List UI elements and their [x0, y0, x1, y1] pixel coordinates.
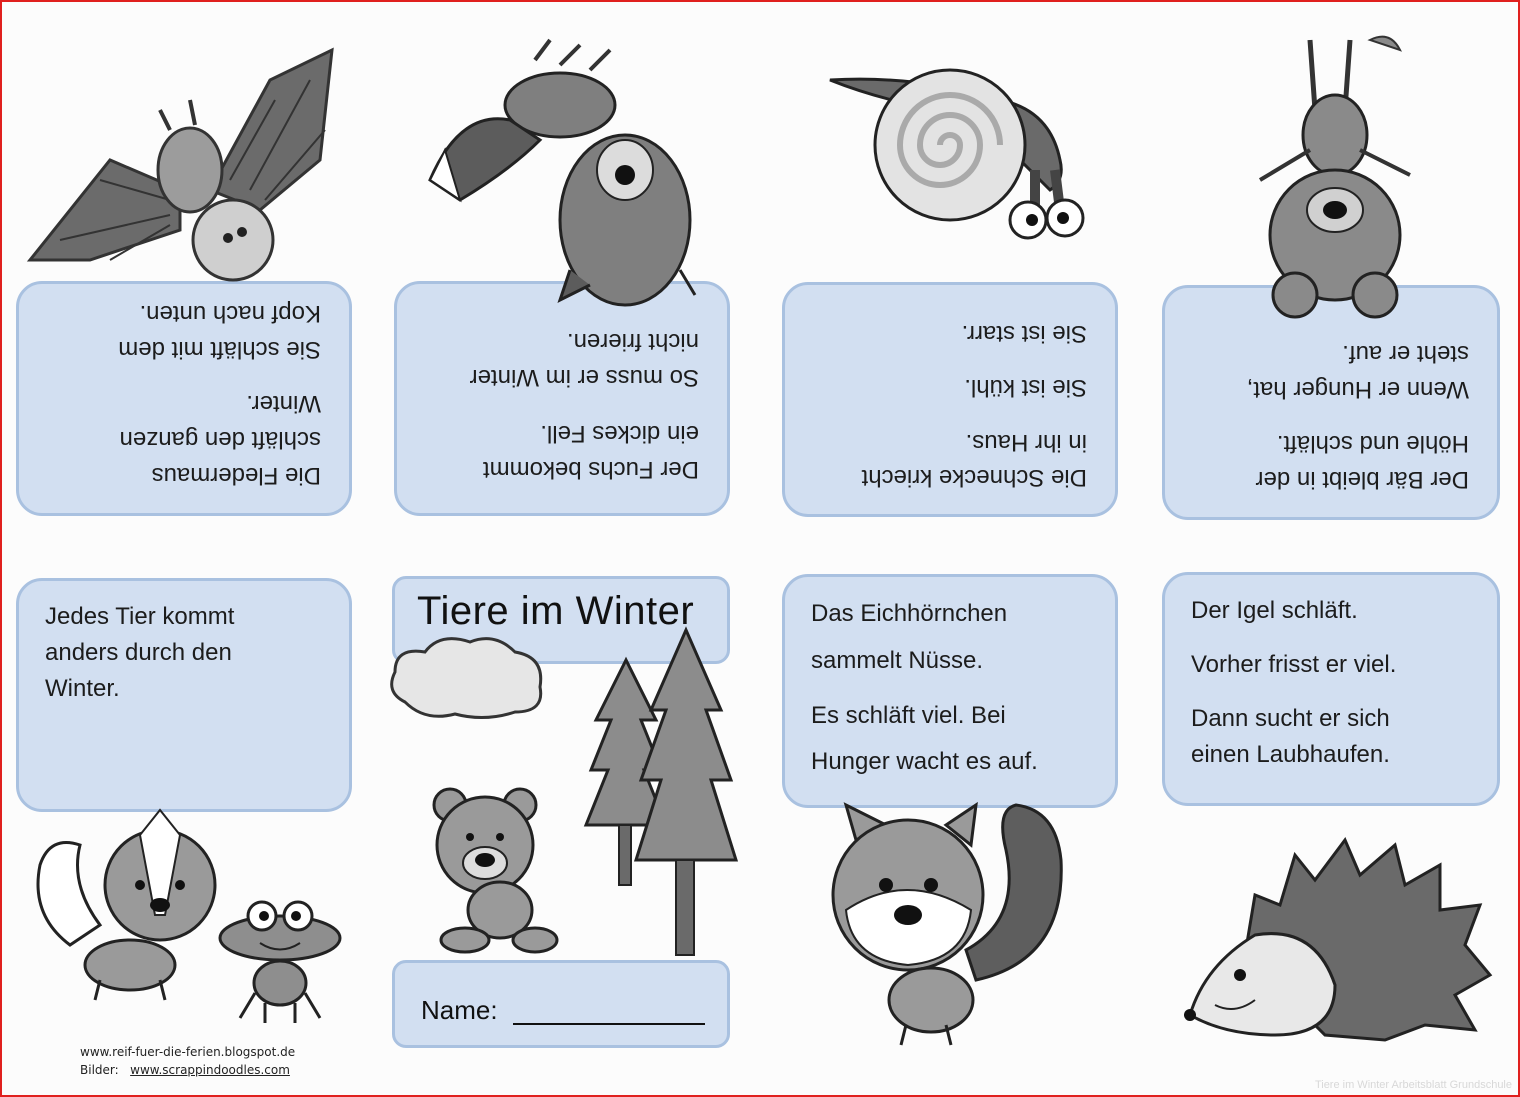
name-label: Name:	[421, 995, 498, 1025]
page-title: Tiere im Winter	[417, 589, 695, 633]
card-line: Wenn er Hunger hat,	[1246, 376, 1469, 403]
card-line: nicht frieren.	[566, 328, 699, 355]
credit-site: www.reif-fuer-die-ferien.blogspot.de	[80, 1045, 296, 1059]
card-intro: Jedes Tier kommt anders durch den Winter…	[16, 578, 352, 812]
card-bear: Der Bär bleibt in der Höhle und schläft.…	[1162, 285, 1500, 520]
card-line: sammelt Nüsse.	[811, 646, 984, 674]
card-line: Hunger wacht es auf.	[811, 748, 1038, 776]
hedgehog-icon	[1184, 837, 1493, 1042]
card-line: Sie ist starr.	[961, 319, 1087, 347]
credit-images: Bilder: www.scrappindoodles.com	[80, 1063, 290, 1077]
card-line: Winter.	[45, 675, 120, 702]
card-line: Es schläft viel. Bei	[811, 701, 1006, 729]
card-line: Winter.	[246, 390, 321, 417]
fox-icon	[428, 38, 697, 307]
cloud-icon	[390, 637, 543, 719]
credit-images-label: Bilder:	[80, 1063, 119, 1077]
frog-icon	[218, 900, 342, 1023]
card-line: Der Fuchs bekommt	[482, 456, 699, 483]
snail-icon	[829, 68, 1085, 240]
card-line: einen Laubhaufen.	[1191, 741, 1390, 768]
card-line: Höhle und schläft.	[1276, 430, 1469, 457]
card-line: Sie schläft mit dem	[118, 336, 321, 363]
card-line: in ihr Haus.	[965, 429, 1087, 457]
bear-icon	[1258, 35, 1411, 319]
card-line: schläft den ganzen	[119, 426, 321, 453]
card-line: Die Schnecke kriecht	[861, 464, 1087, 491]
card-line: So muss er im Winter	[469, 364, 699, 391]
bat-icon	[26, 47, 334, 282]
card-squirrel: Das Eichhörnchen sammelt Nüsse. Es schlä…	[782, 574, 1118, 808]
card-line: anders durch den	[45, 639, 232, 666]
tree-icon	[583, 656, 669, 886]
card-line: Sie ist kühl.	[964, 374, 1087, 402]
card-line: Die Fledermaus	[151, 462, 321, 489]
card-snail: Die Schnecke kriecht in ihr Haus. Sie is…	[782, 282, 1118, 517]
card-line: Vorher frisst er viel.	[1191, 651, 1397, 678]
card-line: Das Eichhörnchen	[811, 600, 1008, 627]
card-line: Jedes Tier kommt	[45, 603, 235, 630]
card-line: Der Bär bleibt in der	[1255, 466, 1469, 493]
squirrel-icon	[831, 801, 1063, 1046]
skunk-icon	[36, 808, 217, 1001]
card-fox: Der Fuchs bekommt ein dickes Fell. So mu…	[394, 281, 730, 516]
card-line: steht er auf.	[1342, 340, 1469, 367]
tree-icon	[633, 626, 739, 956]
card-line: Dann sucht er sich	[1191, 705, 1390, 732]
card-line: ein dickes Fell.	[540, 420, 699, 447]
card-hedgehog: Der Igel schläft. Vorher frisst er viel.…	[1162, 572, 1500, 806]
card-line: Kopf nach unten.	[139, 300, 321, 327]
name-box: Name:	[392, 960, 730, 1048]
watermark: Tiere im Winter Arbeitsblatt Grundschule	[1314, 1079, 1512, 1091]
teddy-bear-icon	[432, 787, 559, 954]
credit-images-link[interactable]: www.scrappindoodles.com	[130, 1063, 290, 1077]
card-bat: Die Fledermaus schläft den ganzen Winter…	[16, 281, 352, 516]
card-line: Der Igel schläft.	[1191, 597, 1358, 624]
name-field[interactable]	[513, 1023, 705, 1025]
